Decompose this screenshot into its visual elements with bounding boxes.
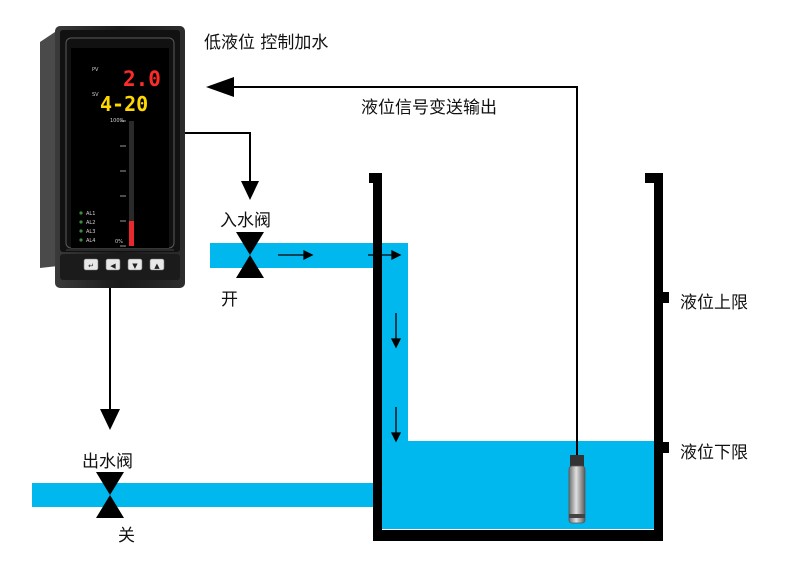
alarm-label-al1: AL1 [86, 211, 95, 217]
inlet-valve-state: 开 [221, 290, 238, 310]
inlet-control-arrowhead [241, 181, 259, 200]
diagram-title: 低液位 控制加水 [204, 33, 329, 53]
bar-graph-fill [129, 221, 134, 246]
enter-icon: ↵ [88, 262, 94, 270]
flow-arrows [278, 249, 402, 443]
left-button[interactable] [105, 258, 121, 271]
signal-arrowhead [206, 77, 234, 97]
level-sensor [206, 77, 586, 524]
alarm-label-al4: AL4 [86, 238, 95, 244]
bar-graph-track [129, 121, 134, 246]
sv-value: 4-20 [100, 92, 148, 116]
level-lower-label: 液位下限 [680, 443, 748, 463]
controller-buttons: ↵ ◀ ▼ ▲ [83, 258, 165, 271]
alarm-led-icon [79, 211, 83, 215]
bar-bottom-label: 0% [115, 239, 123, 245]
down-button[interactable] [127, 258, 143, 271]
inlet-control-line [183, 132, 251, 184]
left-icon: ◀ [110, 262, 116, 270]
pv-value: 2.0 [123, 67, 161, 91]
signal-output-label: 液位信号变送输出 [361, 98, 497, 118]
inlet-valve-symbol [236, 232, 264, 278]
alarm-label-al3: AL3 [86, 229, 95, 235]
alarm-led-icon [79, 238, 83, 242]
up-button[interactable] [149, 258, 165, 271]
level-upper-mark [658, 292, 669, 303]
alarm-led-icon [79, 220, 83, 224]
signal-line [234, 86, 578, 455]
level-upper-label: 液位上限 [680, 293, 748, 313]
pv-tag: PV [92, 67, 99, 73]
outlet-valve-symbol [96, 472, 124, 518]
outlet-valve-label: 出水阀 [82, 452, 133, 472]
bar-graph-ticks [120, 120, 126, 247]
water-tank [369, 173, 663, 541]
up-icon: ▲ [154, 262, 160, 270]
down-icon: ▼ [132, 262, 138, 270]
alarm-led-icon [79, 229, 83, 233]
inlet-valve-label: 入水阀 [220, 211, 271, 231]
outlet-valve-state: 关 [118, 526, 135, 546]
tank-water [382, 441, 654, 529]
outlet-pipe-water [32, 483, 376, 507]
bar-top-label: 100% [110, 118, 125, 124]
enter-button[interactable] [83, 258, 99, 271]
sv-tag: SV [92, 92, 99, 98]
alarm-label-al2: AL2 [86, 220, 95, 226]
level-lower-mark [658, 442, 669, 453]
outlet-control-arrowhead [100, 409, 120, 430]
